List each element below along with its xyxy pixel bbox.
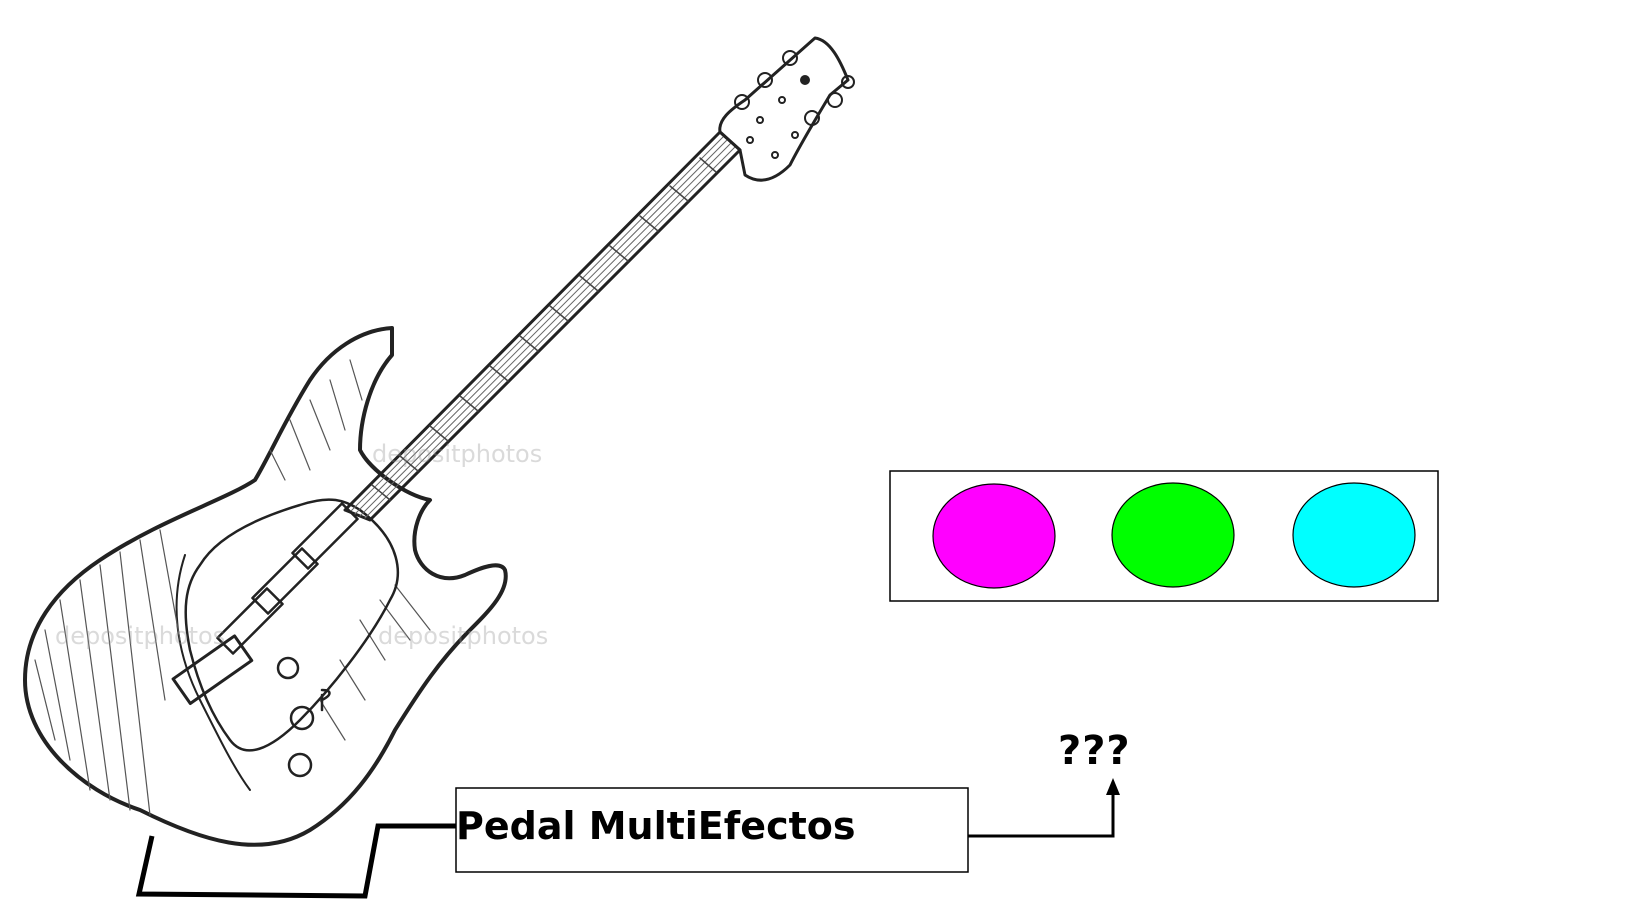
pickguard [184, 498, 399, 752]
tuning-pegs [734, 50, 855, 159]
watermark: depositphotos [378, 622, 549, 650]
body-contour [175, 554, 251, 791]
watermark: depositphotos [372, 440, 543, 468]
neck-strings [349, 135, 737, 519]
electric-guitar-sketch [23, 36, 855, 847]
cyan-light [1292, 482, 1416, 588]
magenta-light [932, 483, 1056, 589]
unknown-output-label: ??? [1058, 728, 1131, 774]
guitar-body [23, 326, 508, 847]
control-knobs [276, 656, 331, 778]
pickups [216, 502, 359, 655]
guitar-cable [135, 823, 457, 899]
watermark: depositphotos [55, 622, 226, 650]
pedal-box [455, 787, 969, 873]
frets [371, 157, 717, 501]
green-light [1111, 482, 1235, 588]
output-line [968, 792, 1115, 838]
body-hatching [34, 359, 431, 816]
output-arrow-head [1106, 778, 1120, 795]
pedal-label: Pedal MultiEfectos [456, 804, 856, 848]
bridge [171, 634, 254, 706]
